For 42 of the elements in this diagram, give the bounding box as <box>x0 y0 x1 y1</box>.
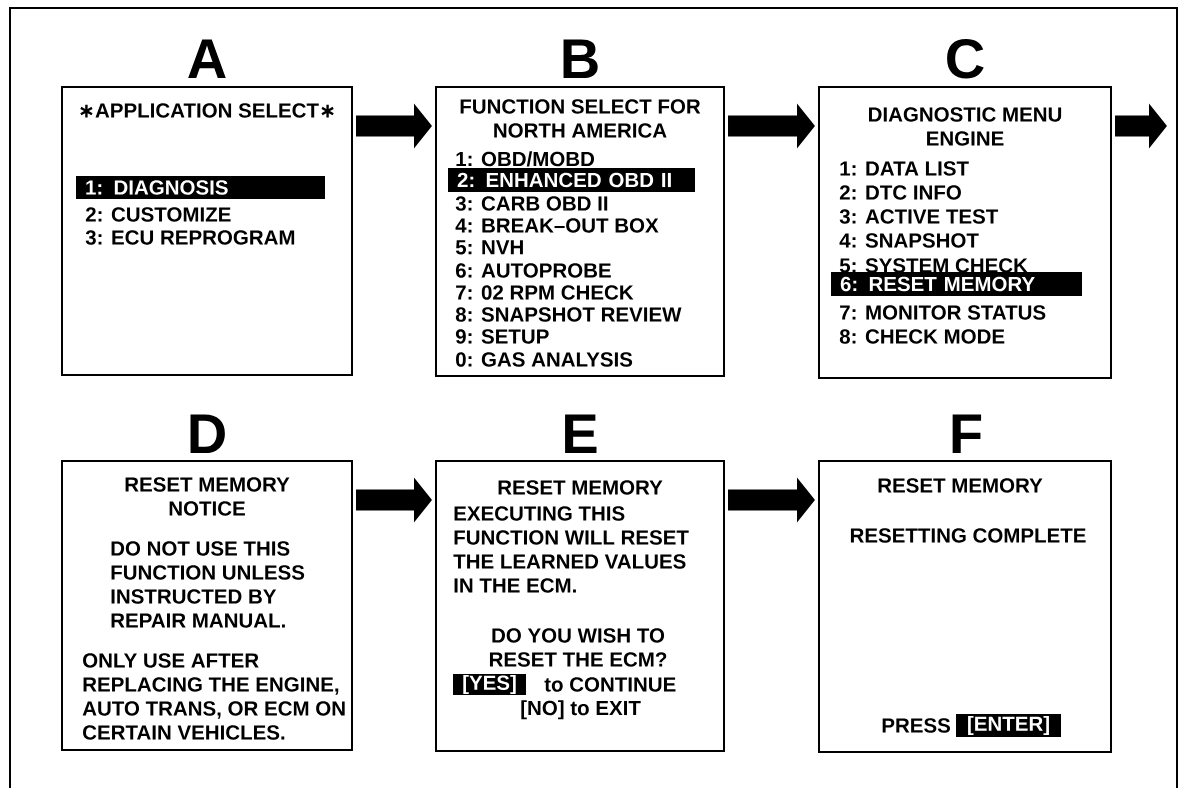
menu-item: 5: NVH <box>455 240 523 255</box>
prompt-text: PRESS <box>882 718 950 733</box>
menu-item: 9: SETUP <box>455 329 549 344</box>
menu-item: 3: ECU REPROGRAM <box>85 230 295 245</box>
panel-letter: F <box>952 414 982 453</box>
screen-title: RESETTING COMPLETE <box>850 528 1086 543</box>
menu-item: 6: AUTOPROBE <box>455 263 611 278</box>
message-text: ONLY USE AFTER REPLACING THE ENGINE, AUTO TRANS, OR ECM ON CERTAIN VEHICLES. <box>82 653 345 740</box>
screen-title: RESET MEMORY NOTICE <box>125 477 290 516</box>
screen-title: DIAGNOSTIC MENU ENGINE <box>869 107 1062 146</box>
menu-item: 3: ACTIVE TEST <box>839 209 999 224</box>
highlighted-item: [ENTER] <box>956 714 1061 737</box>
panel-letter: A <box>188 39 226 78</box>
highlighted-item: 1: DIAGNOSIS <box>76 176 325 199</box>
screen-title: RESET MEMORY <box>498 480 663 495</box>
panel-letter: E <box>565 414 597 453</box>
screen-title: FUNCTION SELECT FOR NORTH AMERICA <box>460 99 701 138</box>
screen-title: RESET MEMORY <box>878 478 1043 493</box>
message-text: EXECUTING THIS FUNCTION WILL RESET THE LEARNED VALUES IN THE ECM. <box>453 506 689 593</box>
menu-item: 3: CARB OBD II <box>455 196 608 211</box>
menu-item: 4: SNAPSHOT <box>839 233 979 248</box>
panel-letter: B <box>563 39 598 78</box>
highlighted-item: 2: ENHANCED OBD II <box>448 168 695 192</box>
panel-letter: D <box>190 414 225 453</box>
menu-item: 7: MONITOR STATUS <box>840 305 1046 320</box>
menu-item: 8: SNAPSHOT REVIEW <box>455 307 682 322</box>
prompt-text: [NO] to EXIT <box>521 700 641 720</box>
highlighted-item: 6: RESET MEMORY <box>831 272 1082 296</box>
menu-item: 0: GAS ANALYSIS <box>456 352 633 367</box>
menu-item: 4: BREAK–OUT BOX <box>455 218 659 233</box>
menu-item: 1: OBD/MOBD <box>456 151 595 167</box>
menu-item: 2: CUSTOMIZE <box>85 207 231 222</box>
prompt-text: to CONTINUE <box>544 677 676 692</box>
menu-item: 7: 02 RPM CHECK <box>456 285 634 300</box>
panel-letter: C <box>947 38 984 79</box>
highlighted-item: [YES] <box>453 674 526 695</box>
message-text: DO YOU WISH TO RESET THE ECM? <box>489 628 667 667</box>
menu-item: 2: DTC INFO <box>839 185 961 200</box>
message-text: DO NOT USE THIS FUNCTION UNLESS INSTRUCTED BY REPAIR MANUAL. <box>111 541 305 628</box>
menu-item: 8: CHECK MODE <box>839 329 1005 344</box>
screen-title: ∗APPLICATION SELECT∗ <box>80 103 334 118</box>
menu-item: 1: DATA LIST <box>840 161 969 176</box>
